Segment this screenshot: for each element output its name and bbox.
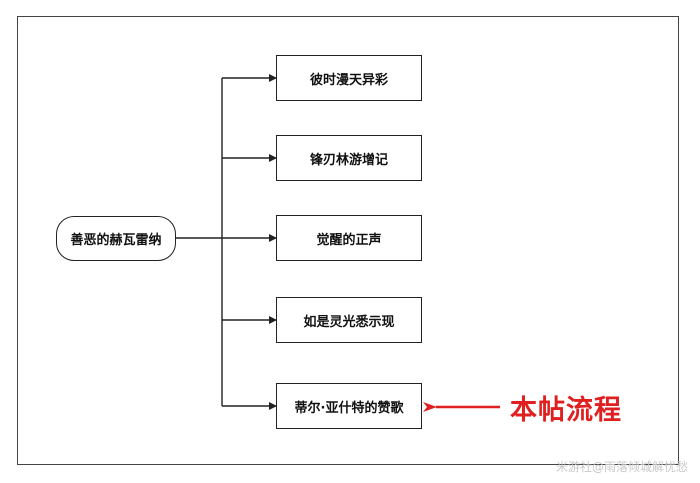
root-node-label: 善恶的赫瓦雷纳 xyxy=(70,233,162,248)
child-node-1: 彼时漫天异彩 xyxy=(276,55,422,101)
child-node-5: 蒂尔·亚什特的赞歌 xyxy=(276,383,422,429)
child-node-label: 蒂尔·亚什特的赞歌 xyxy=(294,400,404,416)
watermark: 米游社@雨落倾城解忧愁 xyxy=(555,460,688,474)
child-node-label: 锋刃林游增记 xyxy=(309,152,388,168)
child-node-label: 如是灵光悉示现 xyxy=(303,314,395,330)
child-node-4: 如是灵光悉示现 xyxy=(276,297,422,343)
child-node-label: 觉醒的正声 xyxy=(316,232,382,248)
root-node: 善恶的赫瓦雷纳 xyxy=(56,216,176,261)
callout-label: 本帖流程 xyxy=(510,395,622,426)
child-node-3: 觉醒的正声 xyxy=(276,215,422,261)
child-node-label: 彼时漫天异彩 xyxy=(309,72,388,88)
child-node-2: 锋刃林游增记 xyxy=(276,135,422,181)
